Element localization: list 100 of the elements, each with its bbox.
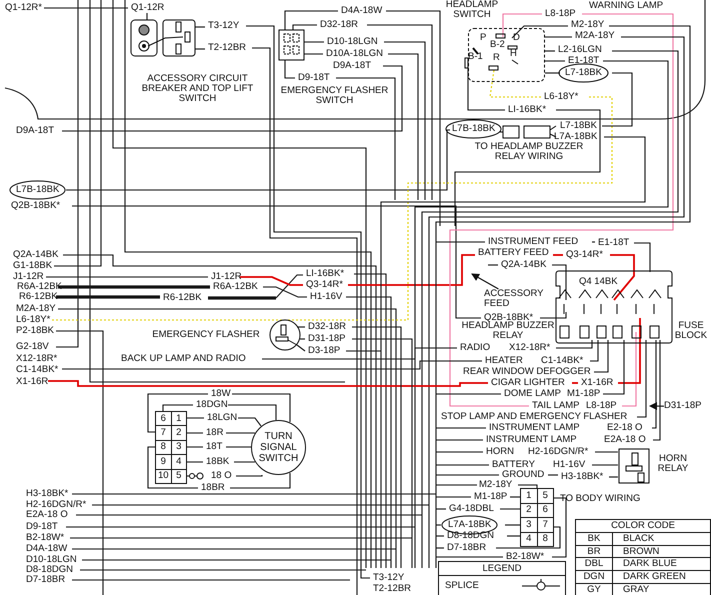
wire-code-label: H2-16DGN/R* [25, 500, 88, 510]
wire-code-label: 18T [205, 442, 224, 452]
wire-code-label: D31-18P [307, 334, 346, 344]
circuit-label: DOME LAMP [503, 389, 562, 399]
table-cell: GRAY [622, 585, 650, 595]
wire-code-label: D9A-18T [15, 126, 56, 136]
wire-code-label: T3-12Y [372, 573, 406, 583]
wire-code-label: R6-12BK [18, 292, 59, 302]
wire-code-label: 18BK [205, 457, 230, 467]
table-cell: BLACK [622, 534, 656, 544]
wire-code-label: B2-18W* [505, 552, 546, 562]
component-label: HORN RELAY [656, 454, 690, 474]
wire-code-label: R6A-12BK [16, 282, 63, 292]
terminal-label: B-1 [468, 52, 483, 62]
wire-code-label: E1-18T [597, 238, 630, 248]
wire-code-label: H3-18BK* [560, 472, 604, 482]
circuit-label: GROUND [501, 470, 546, 480]
wire-code-label: B2-18W* [25, 533, 66, 543]
component-label: EMERGENCY FLASHER SWITCH [280, 86, 390, 106]
terminal-label: D [513, 33, 520, 43]
wire-code-label: H2-16DGN/R* [527, 447, 590, 457]
circuit-label: RADIO [459, 343, 492, 353]
circuit-label: BACK UP LAMP AND RADIO [120, 354, 247, 364]
table-header: COLOR CODE [610, 521, 676, 531]
switch-circle: TURN SIGNAL SWITCH [251, 420, 306, 475]
wire-code-label: D10-18LGN [326, 37, 379, 47]
wire-code-label: Q3-14R* [305, 280, 344, 290]
arrow [471, 274, 499, 290]
wire-code-label: M1-18P [473, 492, 508, 502]
table-cell-text: DGN [582, 572, 606, 582]
wire-code-label: J1-12R [12, 272, 45, 282]
table-cell-text: GY [586, 585, 602, 595]
circuit-label: REAR WINDOW DEFOGGER [462, 367, 592, 377]
table-cell-text: DBL [584, 559, 604, 569]
wire-code-label: G4-18DBL [448, 504, 495, 514]
wire-code-label: LI-16BK* [305, 269, 346, 279]
component-label: WARNING LAMP [588, 1, 664, 11]
wire-code-label: 18BR [200, 483, 226, 493]
wire-code-label: E2-18 O [606, 423, 644, 433]
wire-code-label: C1-14BK* [540, 356, 584, 366]
terminal-label: P [480, 33, 486, 43]
wire-code-label: C1-14BK* [15, 365, 60, 375]
circuit-label: INSTRUMENT LAMP [488, 423, 581, 433]
wire-code-label: L7B-18BK [15, 185, 60, 195]
component-label: TO HEADLAMP BUZZER RELAY WIRING [474, 142, 584, 162]
wire-code-label: E1-18T [567, 56, 600, 66]
wire-code-label: L2-16LGN [557, 45, 603, 55]
terminal-label: H [510, 49, 517, 59]
wire-code-label: D10-18LGN [25, 555, 78, 565]
wire-code-label: D8-18DGN [25, 565, 74, 575]
wire-code-label: D7-18BR [446, 543, 488, 553]
wire-code-label: D32-18R [307, 322, 348, 332]
wire-code-label: X1-16R [580, 378, 614, 388]
wire-code-label: D9-18T [25, 522, 59, 532]
arrow [649, 402, 664, 410]
wire-code-label: H1-16V [309, 292, 344, 302]
wire-code-label: L6-18Y* [543, 92, 580, 102]
wire-code-label: Q2A-14BK [500, 260, 548, 270]
wire-code-label: X1-16R [15, 377, 50, 387]
wire-code-label: L7A-18BK [447, 520, 492, 530]
wire-code-label: H1-16V [552, 460, 586, 470]
terminal-label: B-2 [490, 40, 505, 50]
wire-code-label: L7B-18BK [451, 124, 496, 134]
wire-code-label: L8-18P [544, 9, 577, 19]
wire-code-label: Q1-12R* [4, 3, 43, 13]
wire-code-label: G1-18BK [12, 261, 54, 271]
wire-code-label: E2A-18 O [25, 510, 69, 520]
wire-code-label: Q1-12R [130, 3, 166, 13]
wire-code-label: G2-18V [15, 342, 50, 352]
wire-code-label: X12-18R* [15, 354, 58, 364]
wire-code-label: T2-12BR [372, 584, 412, 594]
wire-code-label: M2A-18Y [15, 304, 57, 314]
wire-code-label: Q2A-14BK [12, 250, 60, 260]
wire-code-label: D3-18P [307, 346, 342, 356]
wire-code-label: Q4 14BK [578, 277, 619, 287]
wire-code-label: D7-18BR [25, 575, 66, 585]
wire-code-label: X12-18R* [508, 343, 552, 353]
component-label: TO BODY WIRING [560, 494, 642, 504]
component-label: EMERGENCY FLASHER [151, 330, 261, 340]
wire-code-label: J1-12R [210, 272, 243, 282]
component-label: ACCESSORY CIRCUIT BREAKER AND TOP LIFT SWITCH [140, 74, 254, 104]
circuit-label: INSTRUMENT LAMP [485, 435, 578, 445]
component-label: FUSE BLOCK [674, 321, 708, 341]
circuit-label: TAIL LAMP [531, 401, 581, 411]
wire-code-label: T2-12BR [207, 43, 248, 53]
wire-code-label: 18R [205, 428, 224, 438]
wire-code-label: P2-18BK [15, 326, 56, 336]
circuit-label: INSTRUMENT FEED [487, 237, 580, 247]
wire-code-label: L7A-18BK [553, 132, 598, 142]
wire-code-label: L8-18P [585, 401, 618, 411]
wire-code-label: 18DGN [195, 400, 229, 410]
circuit-label: CIGAR LIGHTER [490, 378, 566, 388]
wire-code-label: R6A-12BK [212, 282, 259, 292]
circuit-label: BATTERY FEED [477, 248, 550, 258]
wire-code-label: D9-18T [297, 73, 331, 83]
wire-code-label: D31-18P [664, 401, 702, 411]
wire-code-label: 18W [210, 389, 232, 399]
wire-code-label: D4A-18W [340, 6, 384, 16]
wire-code-label: R6-12BK [162, 293, 203, 303]
wire-code-label: D9A-18T [332, 61, 372, 71]
